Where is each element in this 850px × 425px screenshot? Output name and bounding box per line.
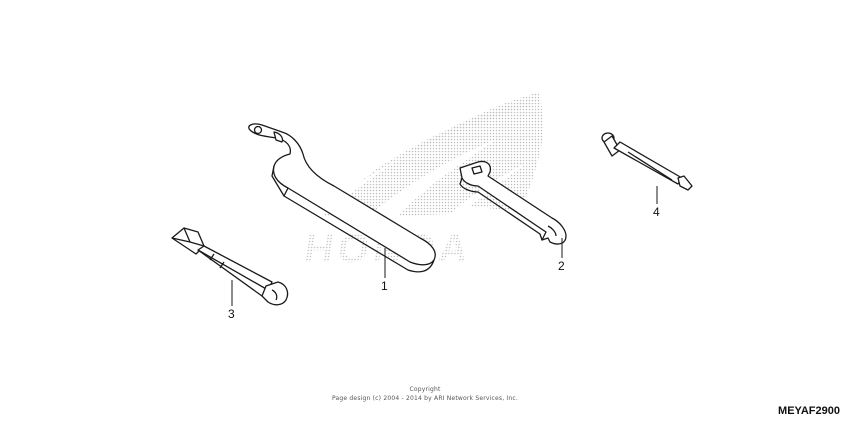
callout-2: 2	[558, 259, 565, 273]
open-end-wrench	[459, 160, 567, 245]
pin-spanner-wrench	[248, 123, 436, 273]
copyright-notice: Page design (c) 2004 - 2014 by ARI Netwo…	[331, 395, 519, 402]
copyright-label: Copyright	[409, 386, 441, 393]
socket-wrench	[171, 227, 289, 306]
callout-1: 1	[381, 279, 388, 293]
callout-4: 4	[653, 205, 660, 219]
figure-code: MEYAF2900	[778, 405, 840, 417]
callout-leaders	[231, 186, 658, 306]
callout-3: 3	[228, 307, 235, 321]
screwdriver	[601, 132, 693, 191]
